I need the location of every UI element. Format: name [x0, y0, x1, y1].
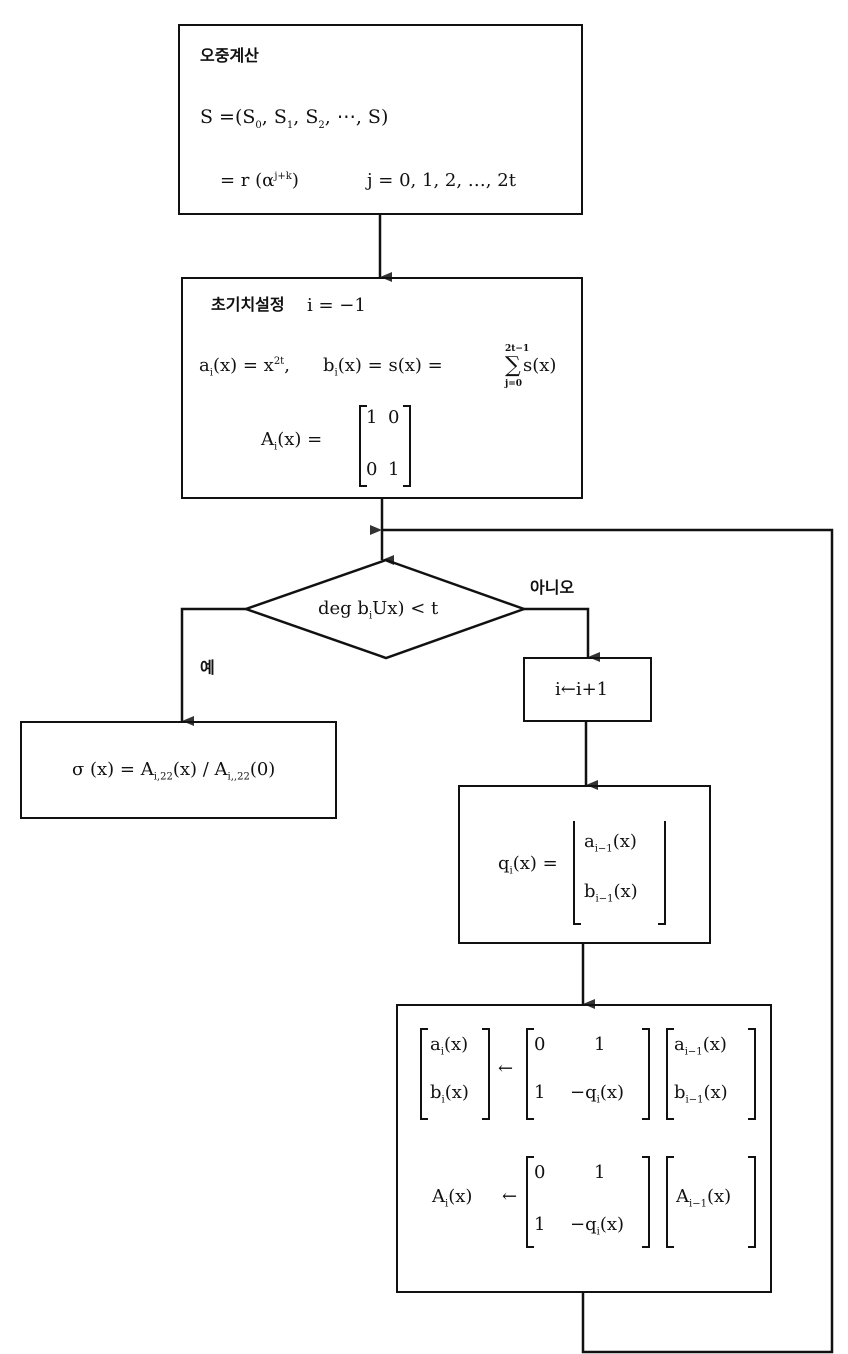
update-prev-bottom: bi−1(x) [674, 1082, 728, 1106]
init-A-expression: Ai(x) = [261, 429, 323, 453]
bracket [748, 1028, 756, 1120]
syndrome-vector: S =(S0, S1, S2, ⋯, S) [200, 106, 389, 131]
matrix-cell: 1 [534, 1082, 546, 1103]
yes-label: 예 [200, 658, 215, 677]
decision-diamond [242, 558, 528, 660]
init-box: 초기치설정 i = −1 ai(x) = x2t, bi(x) = s(x) =… [181, 277, 583, 499]
matrix-cell: 1 [534, 1214, 546, 1235]
loop-back-line [370, 525, 834, 1354]
matrix-cell: 0 [534, 1034, 546, 1055]
vector-bracket-left [573, 821, 581, 925]
bracket [666, 1156, 674, 1248]
init-title: 초기치설정 [211, 295, 285, 314]
result-expression: σ (x) = Ai,22(x) / Ai,,22(0) [72, 759, 276, 783]
increment-text: i←i+1 [555, 679, 609, 700]
result-box: σ (x) = Ai,22(x) / Ai,,22(0) [20, 721, 337, 819]
bracket [526, 1156, 534, 1248]
init-condition: i = −1 [307, 295, 366, 316]
bracket [642, 1156, 650, 1248]
init-a-expression: ai(x) = x2t, [199, 355, 290, 379]
update-prev-top: ai−1(x) [674, 1034, 727, 1058]
update-vec-top: ai(x) [430, 1034, 469, 1058]
quotient-top: ai−1(x) [584, 831, 637, 855]
decision-condition: deg biUx) < t [318, 598, 439, 622]
matrix-bracket-left [359, 405, 367, 487]
update-A-lhs: Ai(x) [432, 1186, 473, 1210]
syndrome-definition: = r (αj+k) [220, 170, 299, 191]
increment-box: i←i+1 [523, 657, 652, 722]
syndrome-box: 오중계산 S =(S0, S1, S2, ⋯, S) = r (αj+k) j … [178, 24, 583, 215]
sum-symbol: ∑ [505, 353, 521, 378]
quotient-bottom: bi−1(x) [584, 881, 638, 905]
no-label: 아니오 [530, 578, 575, 597]
matrix-cell: 1 [366, 407, 378, 428]
update-vec-bottom: bi(x) [430, 1082, 469, 1106]
quotient-box: qi(x) = ai−1(x) bi−1(x) [458, 785, 711, 944]
matrix-bracket-right [403, 405, 411, 487]
sum-upper-limit: 2t−1 [505, 344, 530, 354]
sum-body: s(x) [523, 355, 557, 376]
init-b-expression: bi(x) = s(x) = [323, 355, 443, 379]
matrix-cell: 1 [388, 459, 400, 480]
assign-arrow: ← [498, 1058, 514, 1079]
bracket [748, 1156, 756, 1248]
matrix-cell: −qi(x) [570, 1082, 625, 1106]
update-box: ai(x) bi(x) ← 0 1 1 −qi(x) ai−1(x) bi−1(… [396, 1004, 772, 1293]
arrow-yes-branch [180, 607, 246, 726]
matrix-cell: 0 [534, 1162, 546, 1183]
quotient-lhs: qi(x) = [498, 853, 558, 877]
bracket [666, 1028, 674, 1120]
matrix-cell: 1 [594, 1034, 606, 1055]
arrow-no-branch [524, 607, 600, 662]
bracket [482, 1028, 490, 1120]
matrix-cell: 0 [366, 459, 378, 480]
matrix-cell: 1 [594, 1162, 606, 1183]
matrix-cell: −qi(x) [570, 1214, 625, 1238]
syndrome-index-range: j = 0, 1, 2, …, 2t [367, 170, 516, 191]
syndrome-title: 오중계산 [200, 46, 259, 65]
bracket [420, 1028, 428, 1120]
vector-bracket-right [658, 821, 666, 925]
update-A-prev: Ai−1(x) [676, 1186, 732, 1210]
bracket [526, 1028, 534, 1120]
bracket [642, 1028, 650, 1120]
matrix-cell: 0 [388, 407, 400, 428]
sum-lower-limit: j=0 [505, 379, 523, 389]
assign-arrow: ← [502, 1186, 518, 1207]
